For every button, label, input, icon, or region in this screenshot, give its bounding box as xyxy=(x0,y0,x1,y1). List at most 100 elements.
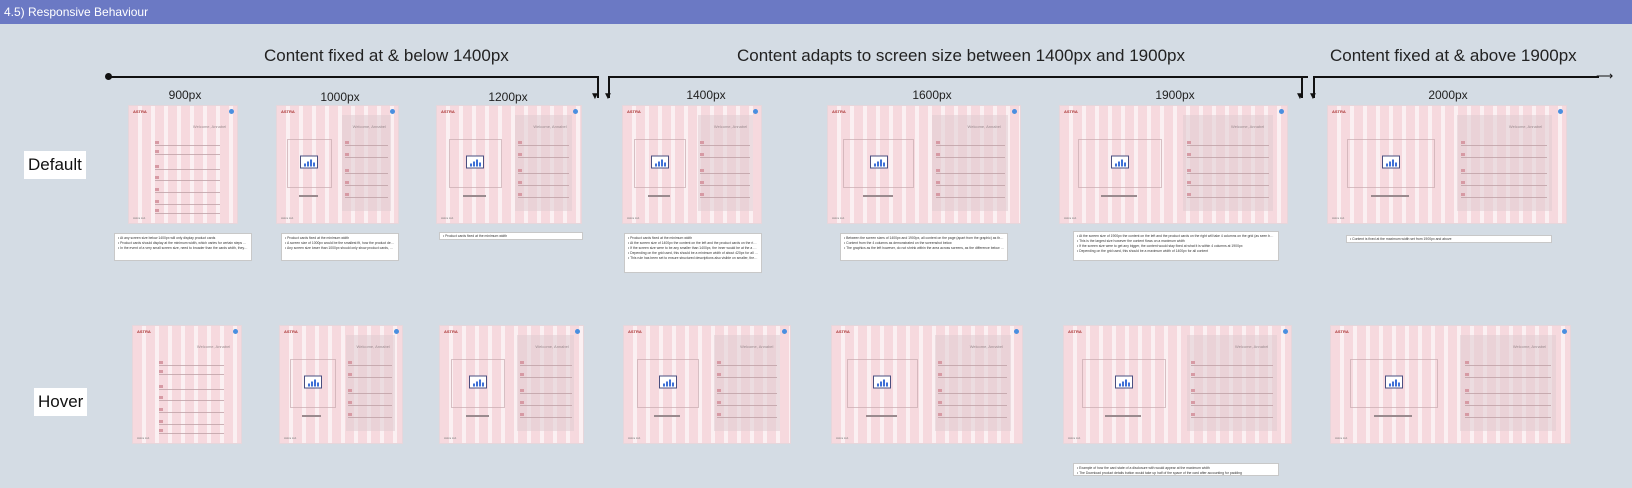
cards-panel xyxy=(517,335,575,432)
welcome-text: Welcome, Annabel xyxy=(1512,343,1547,349)
list-item xyxy=(1464,412,1551,418)
footer-text: Astra Ltd. xyxy=(137,436,150,440)
range-line-1 xyxy=(108,76,597,78)
list-item xyxy=(1191,412,1273,418)
list-item xyxy=(1191,372,1273,378)
range-divider-2 xyxy=(608,76,610,98)
chart-icon xyxy=(869,155,888,169)
list-item xyxy=(158,396,224,402)
list-item xyxy=(1464,389,1551,395)
arrow-down-icon: ▼ xyxy=(1308,91,1318,102)
footer-text: Astra Ltd. xyxy=(441,216,454,220)
welcome-text: Welcome, Annabel xyxy=(352,123,386,129)
list-item xyxy=(158,384,224,390)
list-item xyxy=(938,412,1007,418)
card-button xyxy=(301,415,322,418)
width-label: 1900px xyxy=(1155,88,1195,102)
list-item xyxy=(158,407,224,413)
account-card xyxy=(843,138,915,188)
list-item xyxy=(1191,389,1273,395)
list-item xyxy=(517,169,570,175)
cards-panel xyxy=(713,335,781,432)
list-item xyxy=(154,187,220,193)
list-item xyxy=(517,152,570,158)
avatar xyxy=(1012,109,1017,114)
list-item xyxy=(348,400,393,406)
list-item xyxy=(716,361,777,367)
footer-text: Astra Ltd. xyxy=(133,216,146,220)
range-line-3 xyxy=(1313,76,1599,78)
logo: ASTRA xyxy=(284,329,298,334)
list-item xyxy=(348,389,393,395)
avatar xyxy=(753,109,758,114)
range-divider-3 xyxy=(1301,76,1303,98)
list-item xyxy=(716,412,777,418)
list-item xyxy=(1461,180,1547,186)
width-label: 900px xyxy=(168,88,202,102)
list-item xyxy=(158,370,224,376)
card-button xyxy=(298,195,319,198)
logo: ASTRA xyxy=(1064,109,1078,114)
card-button xyxy=(1370,195,1409,198)
list-item xyxy=(935,152,1005,158)
list-item xyxy=(520,361,572,367)
list-item xyxy=(348,372,393,378)
list-item xyxy=(344,152,389,158)
avatar xyxy=(1562,329,1567,334)
range-divider-1 xyxy=(597,76,599,98)
list-item xyxy=(520,412,572,418)
logo: ASTRA xyxy=(836,329,850,334)
note-900px: • At any screen size below 1400px will o… xyxy=(114,233,252,261)
list-item xyxy=(348,412,393,418)
width-label: 2000px xyxy=(1428,88,1468,102)
chart-icon xyxy=(650,155,669,169)
list-item xyxy=(716,372,777,378)
logo: ASTRA xyxy=(281,109,295,114)
note-hover-1900px: • Example of how the card state of a dis… xyxy=(1073,463,1279,476)
list-item xyxy=(158,419,224,425)
width-label: 1000px xyxy=(320,90,360,104)
welcome-text: Welcome, Annabel xyxy=(533,123,567,129)
avatar xyxy=(394,329,399,334)
note-1400px: • Product cards fixed at the minimum wid… xyxy=(624,233,762,273)
cards-panel xyxy=(931,115,1009,212)
footer-text: Astra Ltd. xyxy=(1068,436,1081,440)
chart-icon xyxy=(300,155,319,169)
list-item xyxy=(344,169,389,175)
note-1900px: • At the screen size of 1900px the conte… xyxy=(1073,231,1279,261)
list-item xyxy=(700,152,750,158)
welcome-text: Welcome, Annabel xyxy=(967,123,1001,129)
chart-icon xyxy=(1381,155,1400,169)
arrow-down-icon: ▼ xyxy=(1295,91,1305,102)
section-title-fixed-above: Content fixed at & above 1900px xyxy=(1330,46,1577,65)
avatar xyxy=(573,109,578,114)
list-item xyxy=(520,389,572,395)
list-item xyxy=(935,180,1005,186)
logo: ASTRA xyxy=(133,109,147,114)
list-item xyxy=(154,199,220,205)
list-item xyxy=(938,372,1007,378)
list-item xyxy=(520,372,572,378)
chart-icon xyxy=(873,375,892,389)
row-label-default: Default xyxy=(24,151,86,179)
list-item xyxy=(154,176,220,182)
welcome-text: Welcome, Annabel xyxy=(192,123,227,129)
arrow-right-icon: ⟶ xyxy=(1596,69,1614,83)
list-item xyxy=(154,208,220,214)
cards-panel xyxy=(1186,335,1278,432)
list-item xyxy=(1461,192,1547,198)
list-item xyxy=(938,400,1007,406)
list-item xyxy=(1461,141,1547,147)
list-item xyxy=(158,428,224,434)
cards-panel xyxy=(697,115,753,212)
card-button xyxy=(647,195,670,198)
range-line-2 xyxy=(608,76,1308,78)
footer-text: Astra Ltd. xyxy=(628,436,641,440)
